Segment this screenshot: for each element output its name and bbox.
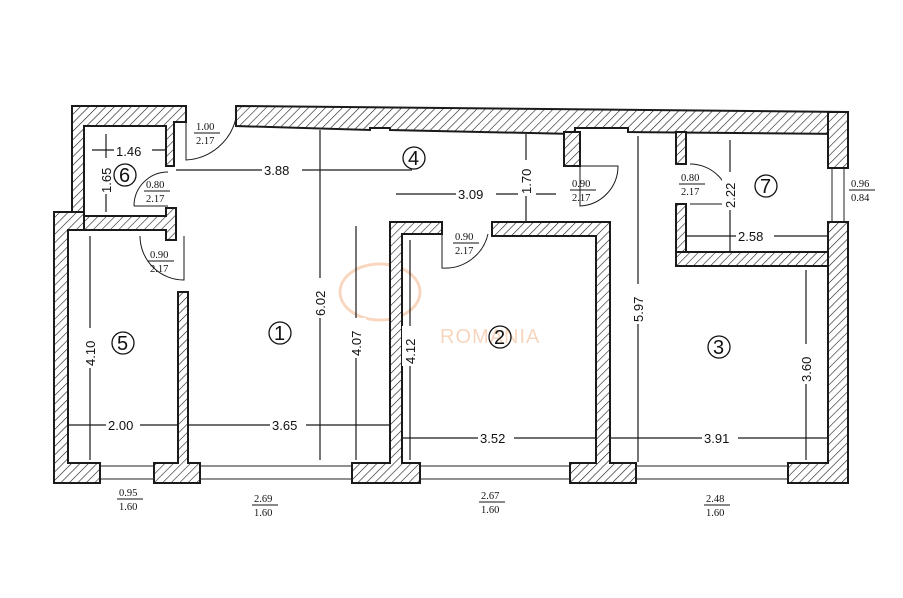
watermark-text: ROMANIA bbox=[440, 326, 540, 348]
room-6-number: 6 bbox=[119, 165, 130, 187]
dim-3-91: 3.91 bbox=[704, 431, 729, 446]
svg-text:2.67: 2.67 bbox=[481, 491, 499, 502]
opening-o4: 0.90 2.17 bbox=[453, 232, 479, 257]
room6-inner-wall-bottom bbox=[69, 207, 177, 241]
dim-2-58: 2.58 bbox=[738, 229, 763, 244]
svg-text:0.80: 0.80 bbox=[681, 173, 699, 184]
room-5-number: 5 bbox=[117, 333, 128, 355]
corridor-stub bbox=[563, 131, 581, 167]
opening-o3: 0.90 2.17 bbox=[148, 250, 174, 275]
svg-text:0.80: 0.80 bbox=[146, 180, 164, 191]
svg-text:2.69: 2.69 bbox=[254, 494, 272, 505]
room7-left-wall-bottom bbox=[675, 203, 687, 253]
opening-o2: 0.80 2.17 bbox=[144, 180, 170, 205]
room2-top-right-wall bbox=[491, 221, 637, 484]
dim-3-60: 3.60 bbox=[799, 357, 814, 382]
svg-text:2.17: 2.17 bbox=[681, 187, 699, 198]
svg-text:0.96: 0.96 bbox=[851, 179, 869, 190]
svg-text:1.60: 1.60 bbox=[254, 508, 272, 519]
window-w1: 0.95 1.60 bbox=[117, 488, 143, 513]
dim-4-10: 4.10 bbox=[83, 341, 98, 366]
svg-text:2.17: 2.17 bbox=[455, 246, 473, 257]
top-wall bbox=[235, 104, 850, 136]
room-4-number: 4 bbox=[408, 148, 419, 170]
svg-text:0.90: 0.90 bbox=[455, 232, 473, 243]
svg-text:2.17: 2.17 bbox=[196, 136, 214, 147]
dim-5-97: 5.97 bbox=[631, 297, 646, 322]
svg-text:2.48: 2.48 bbox=[706, 494, 724, 505]
room-numbers: 1 2 3 4 5 6 7 bbox=[111, 146, 778, 359]
svg-text:0.95: 0.95 bbox=[119, 488, 137, 499]
window-w2: 2.69 1.60 bbox=[252, 494, 278, 519]
room2-top-left-wall bbox=[351, 221, 443, 484]
room5-left-wall bbox=[53, 211, 101, 484]
right-wall-lower bbox=[787, 221, 849, 484]
svg-text:1.60: 1.60 bbox=[119, 502, 137, 513]
svg-text:2.17: 2.17 bbox=[572, 193, 590, 204]
dim-2-00: 2.00 bbox=[108, 418, 133, 433]
svg-text:1.60: 1.60 bbox=[706, 508, 724, 519]
room5-right-wall bbox=[153, 291, 201, 484]
room-1-number: 1 bbox=[274, 323, 285, 345]
dim-4-12: 4.12 bbox=[403, 339, 418, 364]
dim-3-09: 3.09 bbox=[458, 187, 483, 202]
opening-o6: 0.80 2.17 bbox=[679, 173, 705, 198]
svg-text:2.17: 2.17 bbox=[146, 194, 164, 205]
room-3-number: 3 bbox=[713, 337, 724, 359]
room7-left-wall-top bbox=[675, 131, 687, 165]
opening-o1: 1.00 2.17 bbox=[194, 122, 220, 147]
opening-labels: 1.00 2.17 0.80 2.17 0.90 2.17 0.90 2.17 … bbox=[117, 122, 875, 519]
dim-4-07: 4.07 bbox=[349, 331, 364, 356]
windows bbox=[100, 168, 845, 480]
dimension-labels: 1.46 1.65 3.88 3.09 1.70 6.02 2.22 2.58 … bbox=[82, 143, 816, 446]
room-2-number: 2 bbox=[494, 327, 505, 349]
dim-1-65: 1.65 bbox=[99, 168, 114, 193]
dim-3-65: 3.65 bbox=[272, 418, 297, 433]
room6-outer-wall bbox=[71, 105, 187, 221]
svg-text:2.17: 2.17 bbox=[150, 264, 168, 275]
svg-text:0.84: 0.84 bbox=[851, 193, 870, 204]
dim-3-52: 3.52 bbox=[480, 431, 505, 446]
room-7-number: 7 bbox=[760, 176, 771, 198]
svg-text:0.90: 0.90 bbox=[150, 250, 168, 261]
svg-text:1.00: 1.00 bbox=[196, 122, 214, 133]
dim-6-02: 6.02 bbox=[313, 291, 328, 316]
svg-text:1.60: 1.60 bbox=[481, 505, 499, 516]
dim-3-88: 3.88 bbox=[264, 163, 289, 178]
watermark-logo-icon bbox=[338, 262, 422, 322]
dim-1-46: 1.46 bbox=[116, 144, 141, 159]
right-wall-upper bbox=[827, 111, 849, 169]
window-w4: 2.48 1.60 bbox=[704, 494, 730, 519]
window-w3: 2.67 1.60 bbox=[479, 491, 505, 516]
watermark: ROMANIA bbox=[338, 262, 540, 348]
dim-1-70: 1.70 bbox=[519, 169, 534, 194]
room7-bottom-wall bbox=[675, 251, 829, 267]
dim-2-22: 2.22 bbox=[723, 183, 738, 208]
walls bbox=[53, 104, 850, 484]
opening-o7: 0.96 0.84 bbox=[849, 179, 875, 204]
opening-o5: 0.90 2.17 bbox=[570, 179, 596, 204]
svg-text:0.90: 0.90 bbox=[572, 179, 590, 190]
